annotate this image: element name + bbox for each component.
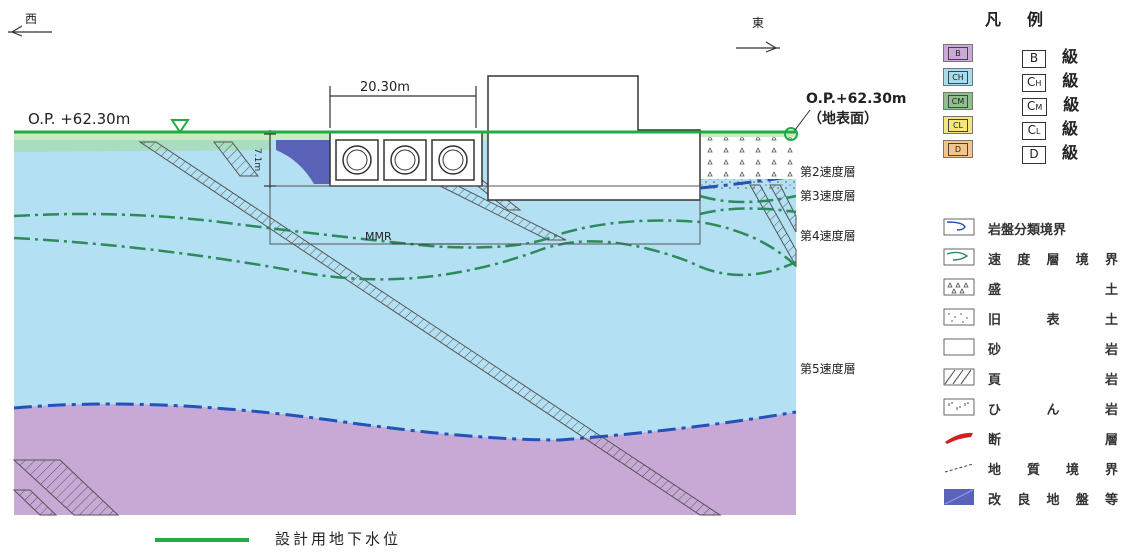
ground-surface-marker: [784, 127, 798, 141]
legend-line-label: 砂岩: [988, 343, 1118, 358]
rock-class-boundary-icon: [943, 218, 975, 240]
sandstone-icon: [943, 338, 975, 360]
legend-line-label: 旧表土: [988, 313, 1118, 328]
width-label: 20.30m: [360, 80, 410, 95]
class-swatch-cl: CL: [943, 116, 973, 134]
class-swatch-cm: CM: [943, 92, 973, 110]
improved-ground: [276, 140, 330, 184]
buried-structure: [329, 131, 483, 187]
layer4-label: 第4速度層: [800, 229, 856, 243]
groundwater-legend-swatch: [155, 538, 249, 542]
legend-line-label: 断層: [988, 433, 1118, 448]
legend-line-label: ひん岩: [988, 403, 1118, 418]
legend-line-label: 地質境界: [988, 463, 1118, 478]
adjacent-building: [487, 75, 701, 201]
depth-dimension: [264, 130, 276, 188]
b-class-zone: [14, 404, 796, 515]
layer5-label: 第5速度層: [800, 362, 856, 376]
mmr-label: MMR: [365, 230, 392, 243]
layer3-label: 第3速度層: [800, 189, 856, 203]
old-topsoil: [700, 179, 796, 189]
legend-line-label: 盛土: [988, 283, 1118, 298]
layer2-label: 第2速度層: [800, 165, 856, 179]
mmr-base: [269, 185, 701, 245]
legend-line-label: 岩盤分類境界: [988, 223, 1067, 238]
west-arrow: [8, 25, 52, 37]
geological-section: [8, 25, 811, 516]
depth-label: 7.1m: [252, 148, 262, 172]
east-arrow: [736, 41, 780, 53]
groundwater-legend-label: 設計用地下水位: [275, 530, 402, 548]
shale-icon: [943, 368, 975, 390]
op-right-label: O.P.+62.30m: [806, 91, 907, 107]
fault-icon: [943, 428, 975, 450]
width-dimension: [329, 86, 477, 128]
geologic-boundary-icon: [943, 458, 975, 480]
legend-title: 凡例: [985, 10, 1070, 29]
legend-line-label: 頁岩: [988, 373, 1118, 388]
east-label: 東: [752, 16, 765, 30]
hinganite-icon: [943, 398, 975, 420]
water-level-marker: [170, 119, 190, 134]
cm-class-band: [14, 140, 270, 152]
fill-soil-icon: [943, 278, 975, 300]
legend-line-label: 速度層境界: [988, 253, 1118, 268]
class-swatch-d: D: [943, 140, 973, 158]
west-label: 西: [25, 12, 38, 26]
ground-surface-label: （地表面）: [808, 111, 878, 127]
velocity-layer-boundary-icon: [943, 248, 975, 270]
op-left-label: O.P. +62.30m: [28, 110, 131, 128]
class-swatch-ch: CH: [943, 68, 973, 86]
class-swatch-b: B: [943, 44, 973, 62]
old-topsoil-icon: [943, 308, 975, 330]
legend-line-label: 改良地盤等: [988, 493, 1118, 508]
improved-ground-icon: [943, 488, 975, 510]
